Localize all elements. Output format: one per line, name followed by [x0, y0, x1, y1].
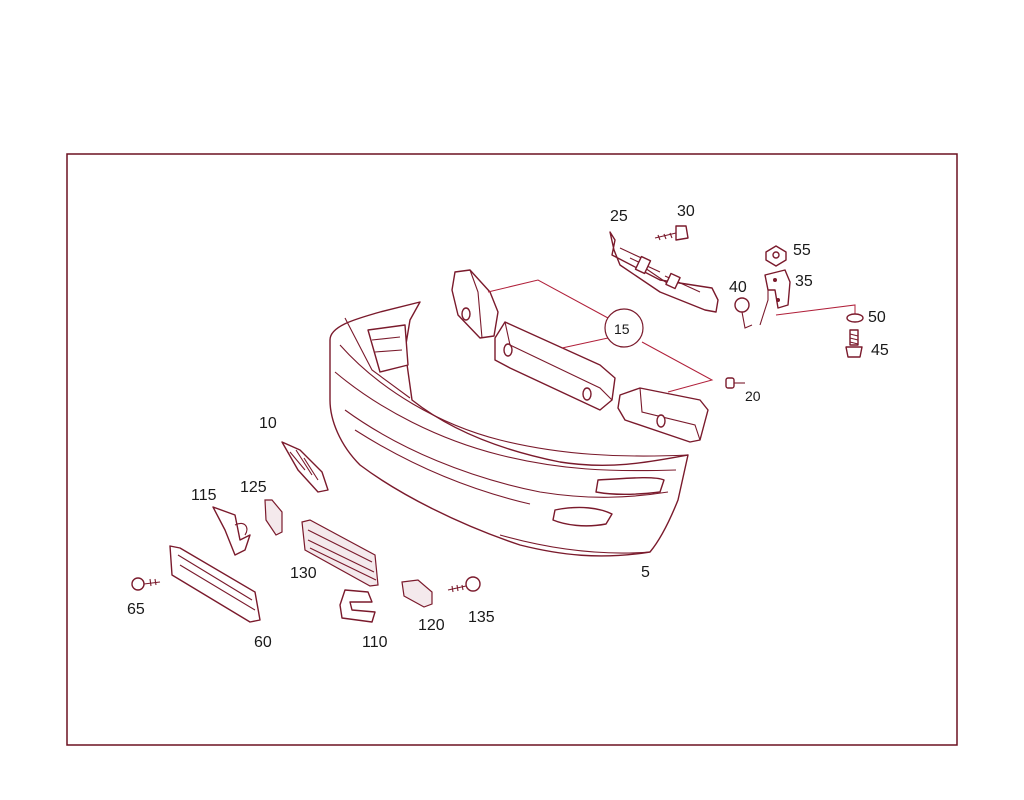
callout-115[interactable]: 115 [191, 487, 217, 504]
part-45-bolt[interactable] [845, 329, 863, 358]
part-50-washer[interactable] [846, 313, 864, 323]
callout-135[interactable]: 135 [468, 609, 495, 626]
part-15-impact-absorber-left[interactable] [451, 269, 499, 339]
callout-5[interactable]: 5 [641, 564, 650, 581]
part-5-bumper-cover[interactable] [329, 301, 689, 557]
leader-15-b [561, 337, 609, 349]
callout-10[interactable]: 10 [259, 415, 277, 432]
part-125-cover-cap[interactable] [264, 499, 283, 536]
part-110-plate-clip[interactable] [339, 589, 376, 623]
part-25-mounting-bracket[interactable] [609, 231, 719, 313]
callout-15-circle [604, 308, 644, 348]
callout-65[interactable]: 65 [127, 601, 145, 618]
callout-35[interactable]: 35 [795, 273, 813, 290]
part-20-screw[interactable] [725, 377, 745, 389]
callout-45[interactable]: 45 [871, 342, 889, 359]
leader-15-c [641, 341, 714, 393]
callout-25[interactable]: 25 [610, 208, 628, 225]
part-15-impact-absorber-center[interactable] [494, 321, 616, 411]
leader-50 [775, 304, 856, 316]
part-15-impact-absorber-right[interactable] [617, 387, 709, 443]
callout-15[interactable]: 15 [614, 321, 630, 337]
diagram-frame [66, 153, 958, 746]
part-35-support-bracket[interactable] [759, 269, 791, 326]
callout-110[interactable]: 110 [362, 634, 388, 651]
part-120-cover[interactable] [401, 579, 433, 608]
callout-20[interactable]: 20 [745, 388, 761, 404]
part-30-screw[interactable] [654, 225, 689, 241]
callout-30[interactable]: 30 [677, 203, 695, 220]
part-60-license-plate-base[interactable] [169, 545, 261, 623]
part-10-grille-insert[interactable] [281, 441, 329, 493]
callout-50[interactable]: 50 [868, 309, 886, 326]
part-65-screw[interactable] [131, 577, 161, 591]
callout-55[interactable]: 55 [793, 242, 811, 259]
part-55-nut[interactable] [765, 245, 787, 267]
callout-120[interactable]: 120 [418, 617, 445, 634]
part-40-clip[interactable] [734, 297, 753, 329]
part-115-plate-bracket[interactable] [212, 506, 251, 556]
leader-15-a [487, 279, 609, 319]
callout-60[interactable]: 60 [254, 634, 272, 651]
part-135-screw[interactable] [447, 576, 481, 593]
callout-125[interactable]: 125 [240, 479, 267, 496]
callout-130[interactable]: 130 [290, 565, 317, 582]
part-130-grille-mesh[interactable] [301, 519, 379, 587]
callout-40[interactable]: 40 [729, 279, 747, 296]
